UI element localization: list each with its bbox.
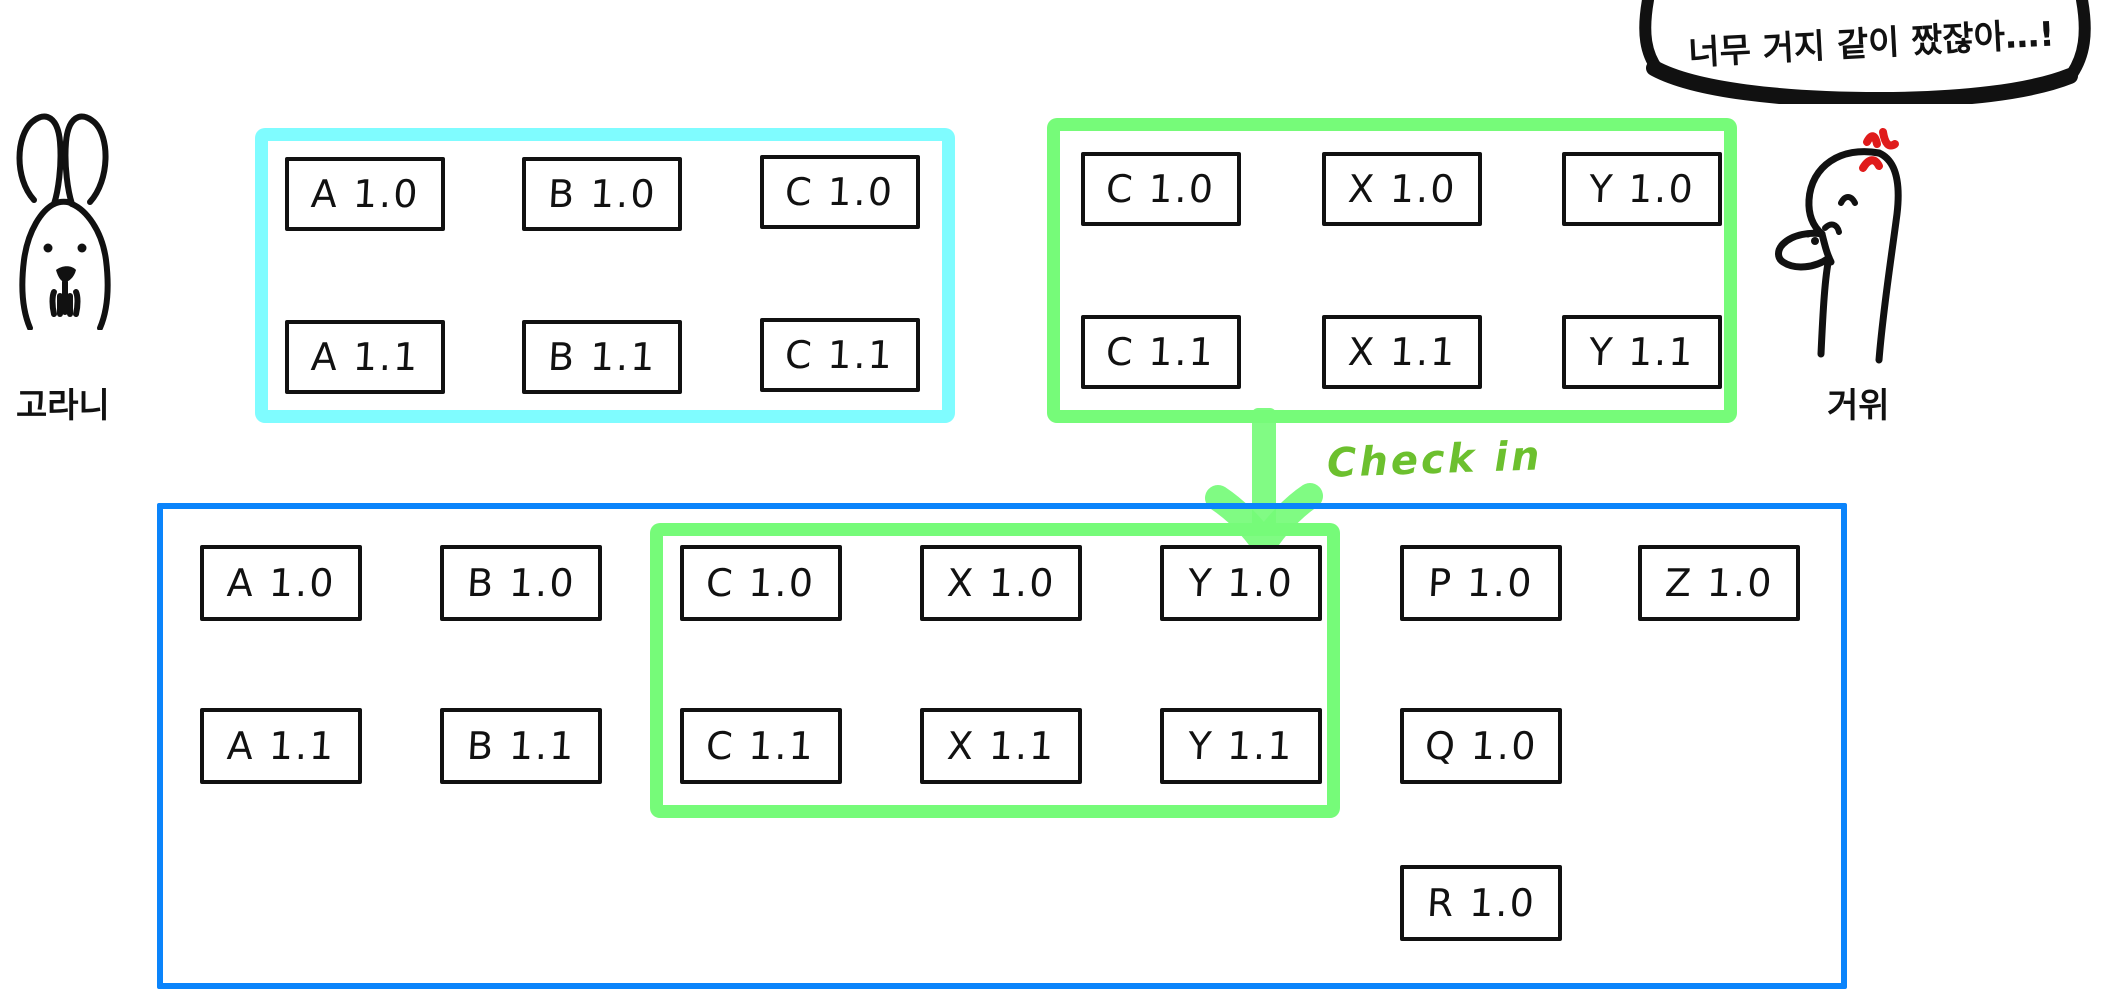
- artifact-label: C 1.1: [784, 333, 896, 377]
- speech-bubble-icon: [1630, 0, 2100, 109]
- artifact-box[interactable]: Y 1.0: [1562, 152, 1722, 226]
- artifact-box[interactable]: R 1.0: [1400, 865, 1562, 941]
- artifact-box[interactable]: X 1.0: [920, 545, 1082, 621]
- artifact-label: X 1.1: [945, 724, 1057, 768]
- artifact-box[interactable]: Z 1.0: [1638, 545, 1800, 621]
- artifact-box[interactable]: A 1.1: [285, 320, 445, 394]
- artifact-box[interactable]: A 1.0: [285, 157, 445, 231]
- artifact-label: Q 1.0: [1423, 724, 1539, 768]
- character-label-left: 고라니: [16, 386, 110, 426]
- artifact-label: C 1.0: [784, 170, 896, 214]
- artifact-box[interactable]: Y 1.0: [1160, 545, 1322, 621]
- cyan-group: [255, 128, 955, 423]
- artifact-box[interactable]: C 1.0: [1081, 152, 1241, 226]
- artifact-box[interactable]: X 1.1: [1322, 315, 1482, 389]
- artifact-label: A 1.1: [225, 724, 337, 768]
- blue-group: [157, 503, 1847, 989]
- anger-mark-icon: [1859, 128, 1899, 172]
- character-label-right: 거위: [1827, 386, 1890, 426]
- artifact-box[interactable]: Q 1.0: [1400, 708, 1562, 784]
- artifact-box[interactable]: C 1.0: [680, 545, 842, 621]
- deer-face-sketch: [6, 100, 136, 331]
- artifact-box[interactable]: Y 1.1: [1160, 708, 1322, 784]
- artifact-label: Z 1.0: [1663, 561, 1775, 605]
- check-in-arrow-shaft: [1252, 408, 1276, 533]
- goose-sketch: [1775, 110, 1975, 375]
- artifact-label: Y 1.1: [1186, 724, 1296, 768]
- artifact-label: P 1.0: [1427, 561, 1535, 605]
- artifact-label: A 1.1: [309, 335, 421, 379]
- artifact-label: X 1.0: [1346, 167, 1458, 211]
- artifact-label: X 1.1: [1346, 330, 1458, 374]
- artifact-label: C 1.1: [1105, 330, 1217, 374]
- artifact-label: Y 1.0: [1587, 167, 1697, 211]
- artifact-box[interactable]: C 1.1: [760, 318, 920, 392]
- artifact-label: A 1.0: [309, 172, 421, 216]
- artifact-box[interactable]: C 1.1: [1081, 315, 1241, 389]
- artifact-label: C 1.1: [705, 724, 817, 768]
- artifact-box[interactable]: B 1.0: [440, 545, 602, 621]
- artifact-box[interactable]: A 1.1: [200, 708, 362, 784]
- artifact-label: B 1.0: [465, 561, 577, 605]
- artifact-box[interactable]: X 1.0: [1322, 152, 1482, 226]
- artifact-label: Y 1.1: [1587, 330, 1697, 374]
- artifact-box[interactable]: C 1.0: [760, 155, 920, 229]
- artifact-label: Y 1.0: [1186, 561, 1296, 605]
- check-in-label: Check in: [1326, 433, 1544, 487]
- green-group-inner: [650, 523, 1340, 818]
- artifact-label: C 1.0: [705, 561, 817, 605]
- check-in-arrow-head: [1196, 470, 1336, 560]
- artifact-box[interactable]: B 1.1: [522, 320, 682, 394]
- green-group-top: [1047, 118, 1737, 423]
- artifact-label: B 1.0: [546, 172, 658, 216]
- artifact-label: B 1.1: [546, 335, 658, 379]
- artifact-label: R 1.0: [1425, 881, 1537, 925]
- artifact-box[interactable]: A 1.0: [200, 545, 362, 621]
- artifact-box[interactable]: C 1.1: [680, 708, 842, 784]
- artifact-label: A 1.0: [225, 561, 337, 605]
- artifact-label: B 1.1: [465, 724, 577, 768]
- artifact-box[interactable]: X 1.1: [920, 708, 1082, 784]
- artifact-label: X 1.0: [945, 561, 1057, 605]
- artifact-box[interactable]: B 1.1: [440, 708, 602, 784]
- artifact-box[interactable]: B 1.0: [522, 157, 682, 231]
- artifact-label: C 1.0: [1105, 167, 1217, 211]
- artifact-box[interactable]: P 1.0: [1400, 545, 1562, 621]
- artifact-box[interactable]: Y 1.1: [1562, 315, 1722, 389]
